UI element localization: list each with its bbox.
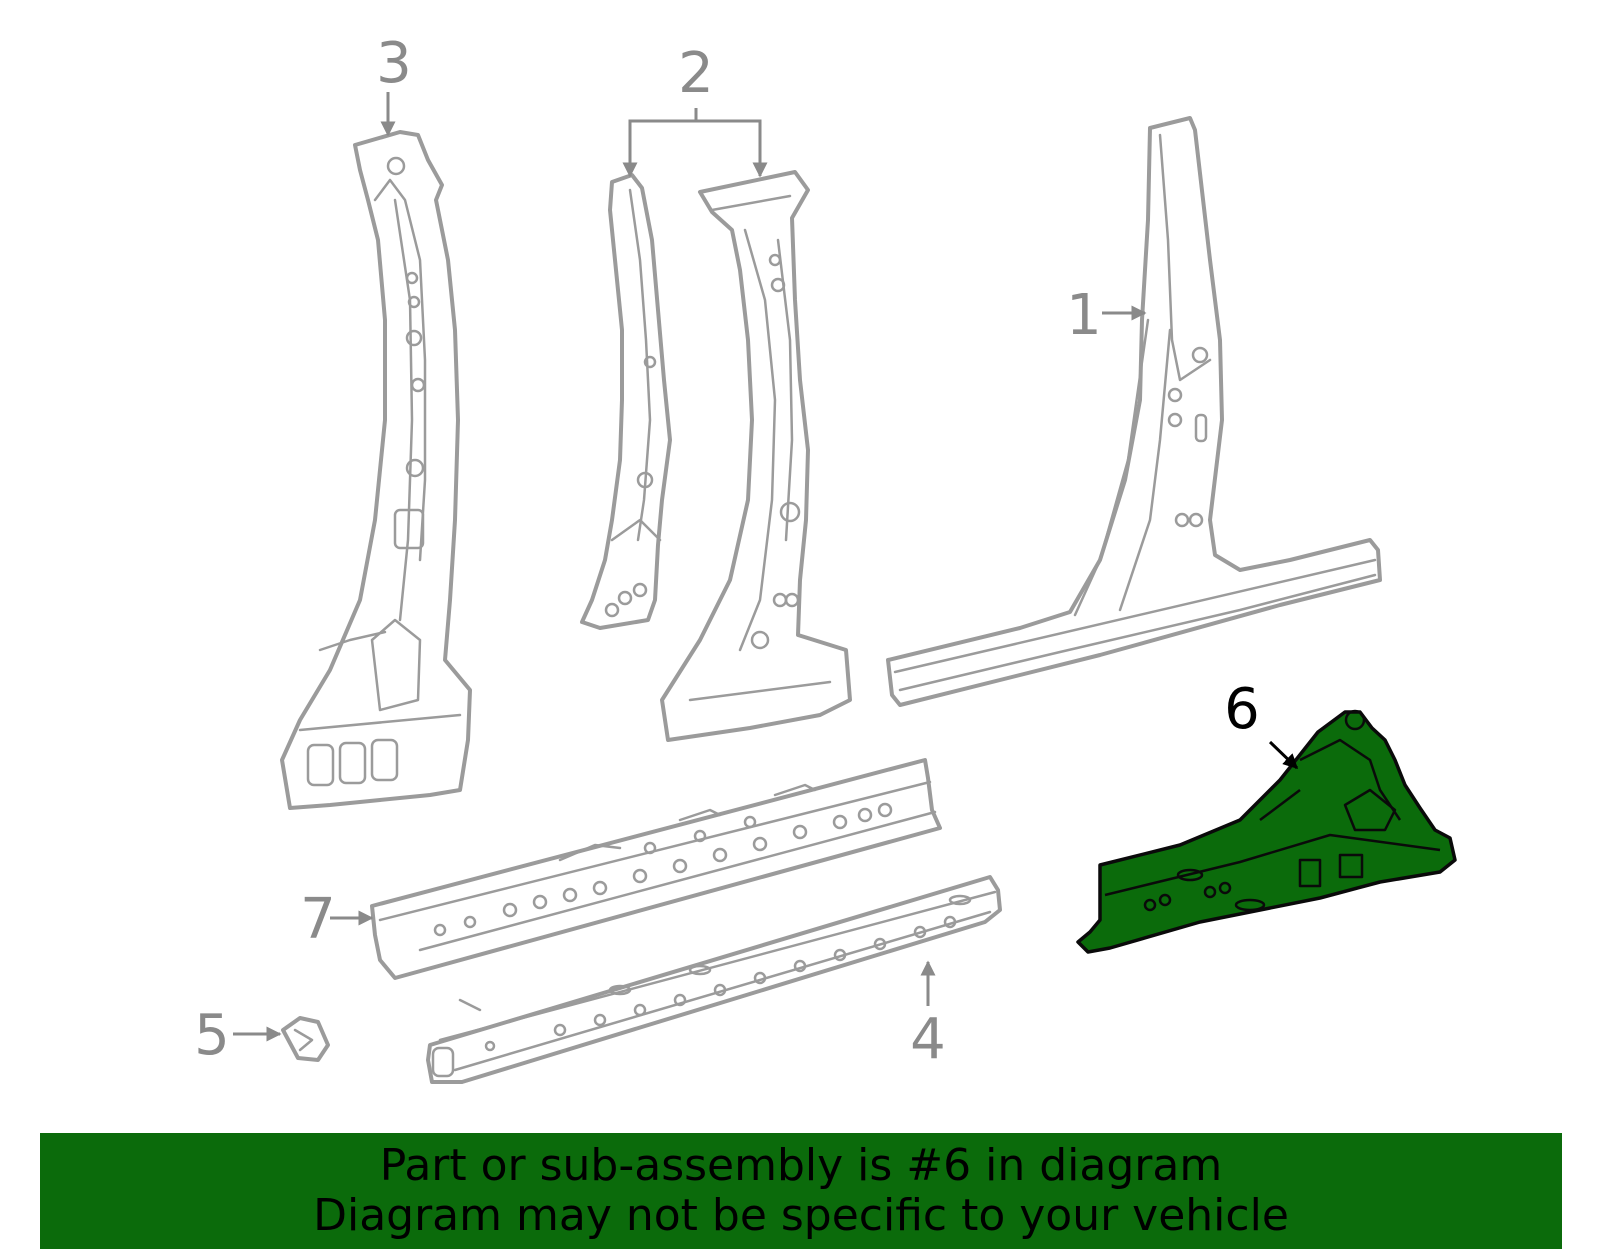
part-7-rocker-reinforcement[interactable]	[370, 758, 942, 980]
banner-line-disclaimer: Diagram may not be specific to your vehi…	[313, 1190, 1289, 1241]
part-3-front-pillar[interactable]	[280, 130, 472, 810]
callout-3: 3	[376, 31, 412, 96]
callout-4: 4	[910, 1007, 946, 1072]
leader-2b	[696, 119, 768, 178]
part-5-bracket[interactable]	[281, 1016, 330, 1062]
callout-7: 7	[300, 887, 336, 952]
info-banner: Part or sub-assembly is #6 in diagram Di…	[40, 1133, 1562, 1249]
part-1-side-panel-inner[interactable]	[886, 116, 1382, 707]
leader-2a	[622, 108, 698, 178]
callout-6: 6	[1224, 677, 1260, 742]
leader-6	[1268, 740, 1299, 770]
rocker-panel-holes	[484, 894, 972, 1052]
callout-2: 2	[678, 41, 714, 106]
callout-1: 1	[1066, 283, 1102, 348]
rocker-reinforcement-holes	[433, 802, 893, 937]
part-6-highlighted[interactable]	[1076, 709, 1457, 954]
callout-5: 5	[194, 1003, 230, 1068]
part-2-center-pillar-inner[interactable]	[580, 173, 672, 630]
parts-diagram: 3 2 1 6 7 4 5	[194, 31, 1457, 1084]
banner-line-part: Part or sub-assembly is #6 in diagram	[379, 1140, 1223, 1191]
part-4-rocker-panel[interactable]	[426, 875, 1002, 1084]
part-2-center-pillar-outer[interactable]	[660, 170, 852, 742]
